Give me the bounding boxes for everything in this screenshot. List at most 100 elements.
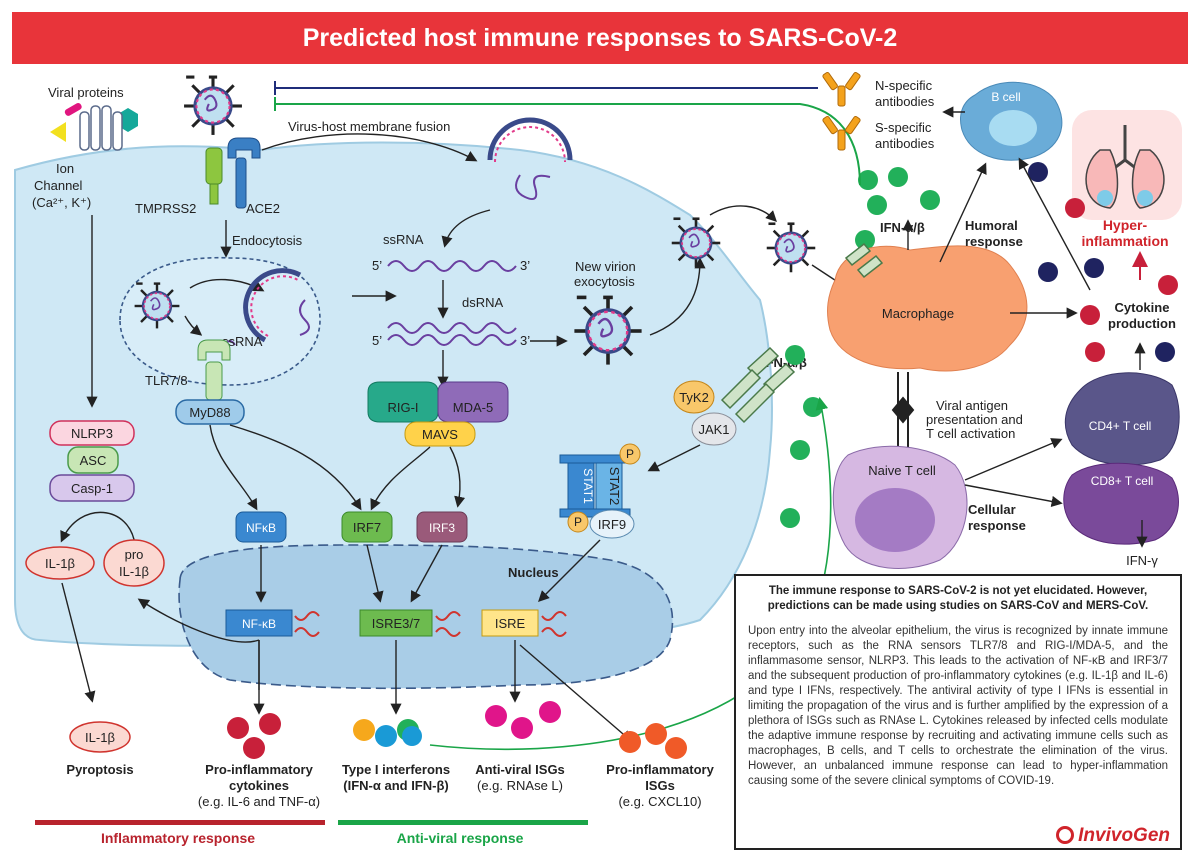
type1-ifn-dots <box>353 719 422 747</box>
hyper-label-1: Hyper- <box>1103 217 1148 233</box>
released-virion-icon-1 <box>670 217 722 269</box>
page-title: Predicted host immune responses to SARS-… <box>302 23 898 52</box>
endocytosis-label: Endocytosis <box>232 233 303 248</box>
lungs-icon <box>1072 110 1182 220</box>
cd8-t-cell <box>1063 462 1179 545</box>
tyk2-box <box>673 380 715 414</box>
ion-channel-label-3: (Ca²⁺, K⁺) <box>32 195 91 210</box>
ssrna-strand <box>387 260 517 272</box>
mavs-box <box>404 421 476 447</box>
pyroptosis-label: Pyroptosis <box>66 762 133 777</box>
asc-box <box>67 446 119 474</box>
casp1-box <box>49 474 135 502</box>
s-antibody-icon <box>822 116 861 151</box>
dna-isre-icon <box>541 611 567 637</box>
isre-box <box>481 609 539 637</box>
viral-antigen-label-3: T cell activation <box>926 426 1015 441</box>
arrow-mavs-irf3 <box>449 446 466 508</box>
info-box: The immune response to SARS-CoV-2 is not… <box>734 574 1182 850</box>
arrow-macrophage-bcell <box>939 162 987 263</box>
casp1-label: Casp-1 <box>71 481 113 496</box>
dsrna-label: dsRNA <box>462 295 504 310</box>
ssrna-3prime-label: 3’ <box>520 258 530 273</box>
antiviral-isg-label-2: (e.g. RNAse L) <box>477 778 563 793</box>
s-antibody-label-1: S-specific <box>875 120 932 135</box>
arrow-jak-stat <box>647 444 701 472</box>
s-antibody-label-2: antibodies <box>875 136 935 151</box>
tlr78-receptor-icon <box>197 339 231 401</box>
cd8-label: CD8+ T cell <box>1091 474 1154 488</box>
arrow-irf7-nucleus <box>366 544 384 603</box>
new-virion-icon <box>572 295 644 367</box>
proinf-isg-label-3: (e.g. CXCL10) <box>618 794 701 809</box>
cellular-label-2: response <box>968 518 1026 533</box>
stat2-label: STAT2 <box>607 467 622 506</box>
virus-endosome-icon <box>133 282 181 330</box>
tmprss2-receptor-icon <box>205 147 223 205</box>
irf9-box <box>589 509 635 539</box>
ifn-dots <box>780 167 940 528</box>
irf9-label: IRF9 <box>598 517 626 532</box>
ifn-ab-label-macrophage: IFN-α/β <box>880 220 925 235</box>
antiviral-bar <box>338 820 588 825</box>
pro-cyt-label-3: (e.g. IL-6 and TNF-α) <box>198 794 320 809</box>
irf7-box <box>341 511 393 543</box>
released-virion-icon-2 <box>765 222 817 274</box>
isre-label: ISRE <box>495 616 526 631</box>
phospho-1-label: P <box>626 447 634 461</box>
arrow-myd88-irf7 <box>229 424 362 511</box>
proinf-isg-label-2: ISGs <box>645 778 675 793</box>
endosome <box>119 256 321 386</box>
mda5-box <box>437 381 509 423</box>
arrow-endosome-ssrna <box>184 315 203 336</box>
myd88-label: MyD88 <box>189 405 230 420</box>
tyk2-label: TyK2 <box>679 390 709 405</box>
cytokine-production-dots <box>1028 162 1178 362</box>
arrow-cytokine-bcell <box>1018 157 1091 291</box>
proinf-isg-dots <box>619 723 687 759</box>
antiviral-isg-label-1: Anti-viral ISGs <box>475 762 565 777</box>
viral-protein-teal <box>118 108 138 132</box>
tmprss2-label: TMPRSS2 <box>135 201 196 216</box>
invivogen-logo: InvivoGen <box>1056 826 1170 845</box>
cd4-t-cell <box>1064 372 1180 466</box>
arrow-casp1-cleave <box>60 511 136 546</box>
nfkb-promoter-label: NF-κB <box>242 617 276 631</box>
ssrna-label: ssRNA <box>383 232 424 247</box>
viral-antigen-label-1: Viral antigen <box>936 398 1008 413</box>
arrow-membrane-fusion <box>261 133 478 162</box>
naive-t-nucleus <box>855 488 935 552</box>
arrow-endosome-uncoat <box>189 278 265 292</box>
arrow-isgf3-isre <box>538 539 601 602</box>
n-antibody-label-1: N-specific <box>875 78 933 93</box>
cytokine-label-1: Cytokine <box>1115 300 1170 315</box>
fused-virus-icon <box>487 117 573 200</box>
nlrp3-box <box>49 420 135 446</box>
stat1-label: STAT1 <box>581 468 595 504</box>
ace2-receptor-icon <box>227 137 261 209</box>
jak1-label: JAK1 <box>698 422 729 437</box>
ace2-label: ACE2 <box>246 201 280 216</box>
ssrna-endosome-label: ssRNA <box>222 334 263 349</box>
ion-channel-label-1: Ion <box>56 161 74 176</box>
type1-label-2: (IFN-α and IFN-β) <box>343 778 448 793</box>
irf7-label: IRF7 <box>353 520 381 535</box>
pro-il1b-box <box>103 539 165 587</box>
pro-il1b-label-1: pro <box>125 547 144 562</box>
ion-channel-label-2: Channel <box>34 178 83 193</box>
nfkb-label: NFκB <box>246 521 276 535</box>
arrow-il1b-out <box>61 582 96 703</box>
uncoated-virus-icon <box>243 268 310 343</box>
irf3-box <box>416 511 468 543</box>
mda5-label: MDA-5 <box>453 400 493 415</box>
arrow-irf3-nucleus <box>410 544 443 603</box>
humoral-label-2: response <box>965 234 1023 249</box>
il1b-cell-box <box>25 546 95 580</box>
n-antibody-label-2: antibodies <box>875 94 935 109</box>
myd88-box <box>175 399 245 425</box>
membrane-fusion-label: Virus-host membrane fusion <box>288 119 450 134</box>
nfkb-promoter-box <box>225 609 293 637</box>
rigi-label: RIG-I <box>387 400 418 415</box>
arrow-myd88-nfkb <box>209 424 258 511</box>
